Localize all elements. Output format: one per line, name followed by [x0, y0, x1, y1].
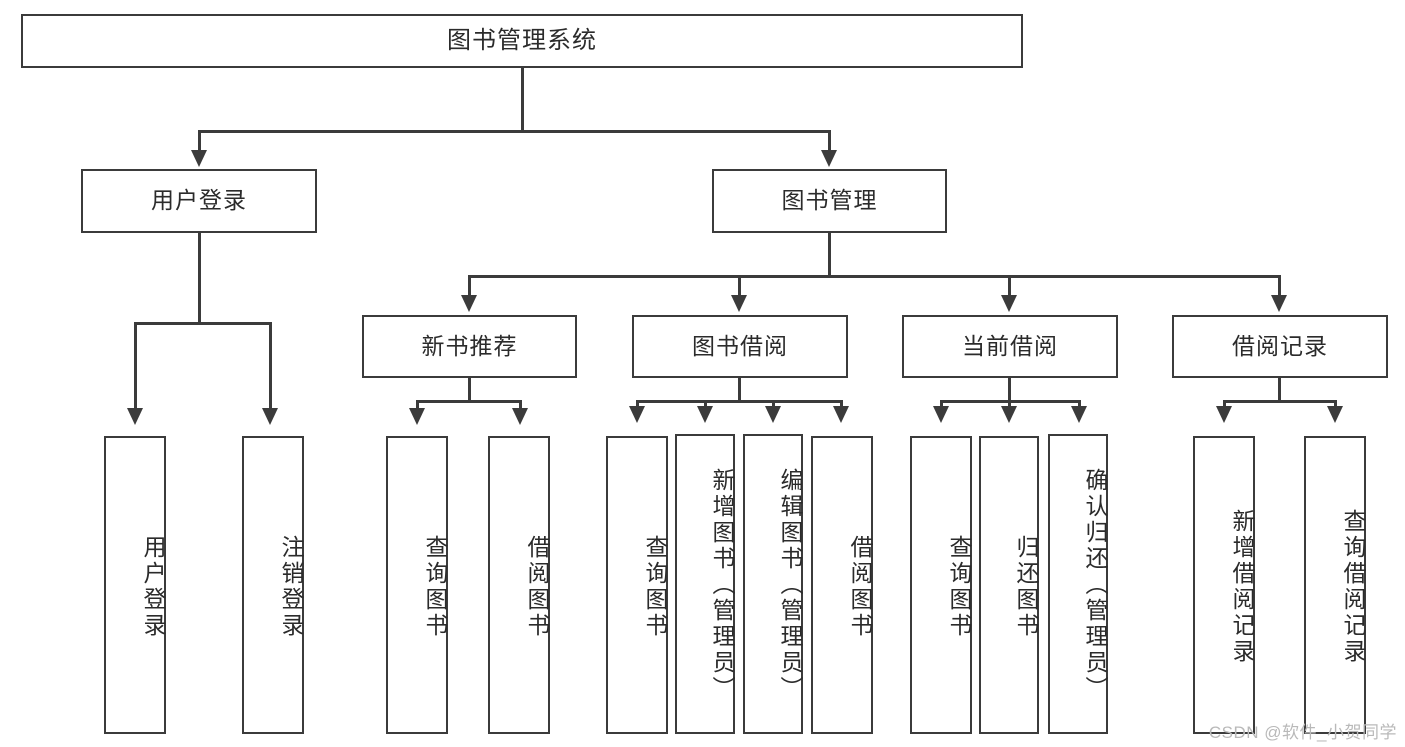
- leaf-bb-edit-book-admin[interactable]: 编辑图书（管理员）: [743, 434, 803, 734]
- connector-drop-current-borrow: [1008, 275, 1011, 298]
- connector-drop-bb-add: [704, 400, 707, 411]
- arrow-icon-leaf-logout: [262, 408, 278, 425]
- leaf-cb-confirm-return-admin[interactable]: 确认归还（管理员）: [1048, 434, 1108, 734]
- node-borrow-record[interactable]: 借阅记录: [1172, 315, 1388, 378]
- arrow-icon-br-add: [1216, 406, 1232, 423]
- arrow-icon-book-management: [821, 150, 837, 167]
- leaf-user-login[interactable]: 用户登录: [104, 436, 166, 734]
- connector-drop-br-add: [1223, 400, 1226, 411]
- arrow-icon-leaf-user-login: [127, 408, 143, 425]
- node-book-borrow[interactable]: 图书借阅: [632, 315, 848, 378]
- connector-current-borrow-bus: [941, 400, 1081, 403]
- connector-drop-book-management: [828, 130, 831, 153]
- arrow-icon-nb-borrow: [512, 408, 528, 425]
- leaf-bb-add-book-admin[interactable]: 新增图书（管理员）: [675, 434, 735, 734]
- connector-drop-bb-edit: [772, 400, 775, 411]
- connector-level2-bus: [199, 130, 831, 133]
- arrow-icon-book-borrow: [731, 295, 747, 312]
- leaf-logout[interactable]: 注销登录: [242, 436, 304, 734]
- connector-current-borrow-stem: [1008, 378, 1011, 403]
- connector-drop-new-book: [468, 275, 471, 298]
- connector-book-borrow-stem: [738, 378, 741, 403]
- connector-drop-br-query: [1334, 400, 1337, 411]
- arrow-icon-cb-return: [1001, 406, 1017, 423]
- leaf-br-add-record[interactable]: 新增借阅记录: [1193, 436, 1255, 734]
- connector-borrow-record-bus: [1224, 400, 1336, 403]
- connector-new-book-bus: [417, 400, 521, 403]
- leaf-bb-borrow-book[interactable]: 借阅图书: [811, 436, 873, 734]
- arrow-icon-borrow-record: [1271, 295, 1287, 312]
- connector-book-management-stem: [828, 233, 831, 278]
- connector-drop-book-borrow: [738, 275, 741, 298]
- arrow-icon-bb-add: [697, 406, 713, 423]
- node-new-book-recommend[interactable]: 新书推荐: [362, 315, 577, 378]
- connector-drop-nb-borrow: [519, 400, 522, 411]
- arrow-icon-bb-query: [629, 406, 645, 423]
- connector-drop-cb-confirm: [1078, 400, 1081, 411]
- connector-book-borrow-bus: [637, 400, 843, 403]
- connector-drop-leaf-user-login: [134, 322, 137, 411]
- leaf-bb-query-book[interactable]: 查询图书: [606, 436, 668, 734]
- arrow-icon-user-login: [191, 150, 207, 167]
- leaf-br-query-record[interactable]: 查询借阅记录: [1304, 436, 1366, 734]
- arrow-icon-bb-edit: [765, 406, 781, 423]
- connector-drop-bb-query: [636, 400, 639, 411]
- node-user-login[interactable]: 用户登录: [81, 169, 317, 233]
- arrow-icon-nb-query: [409, 408, 425, 425]
- connector-drop-cb-query: [940, 400, 943, 411]
- leaf-nb-query-book[interactable]: 查询图书: [386, 436, 448, 734]
- arrow-icon-cb-query: [933, 406, 949, 423]
- arrow-icon-current-borrow: [1001, 295, 1017, 312]
- connector-drop-user-login: [198, 130, 201, 153]
- leaf-cb-return-book[interactable]: 归还图书: [979, 436, 1039, 734]
- arrow-icon-cb-confirm: [1071, 406, 1087, 423]
- connector-level3-bus: [469, 275, 1281, 278]
- connector-drop-borrow-record: [1278, 275, 1281, 298]
- leaf-cb-query-book[interactable]: 查询图书: [910, 436, 972, 734]
- arrow-icon-br-query: [1327, 406, 1343, 423]
- connector-root-stem: [521, 68, 524, 132]
- connector-drop-cb-return: [1008, 400, 1011, 411]
- connector-user-login-stem: [198, 233, 201, 325]
- connector-drop-leaf-logout: [269, 322, 272, 411]
- connector-user-login-bus: [135, 322, 271, 325]
- node-book-management[interactable]: 图书管理: [712, 169, 947, 233]
- connector-borrow-record-stem: [1278, 378, 1281, 403]
- leaf-nb-borrow-book[interactable]: 借阅图书: [488, 436, 550, 734]
- node-root-book-management-system[interactable]: 图书管理系统: [21, 14, 1023, 68]
- node-current-borrow[interactable]: 当前借阅: [902, 315, 1118, 378]
- arrow-icon-bb-borrow: [833, 406, 849, 423]
- arrow-icon-new-book: [461, 295, 477, 312]
- connector-drop-bb-borrow: [840, 400, 843, 411]
- connector-new-book-stem: [468, 378, 471, 403]
- connector-drop-nb-query: [416, 400, 419, 411]
